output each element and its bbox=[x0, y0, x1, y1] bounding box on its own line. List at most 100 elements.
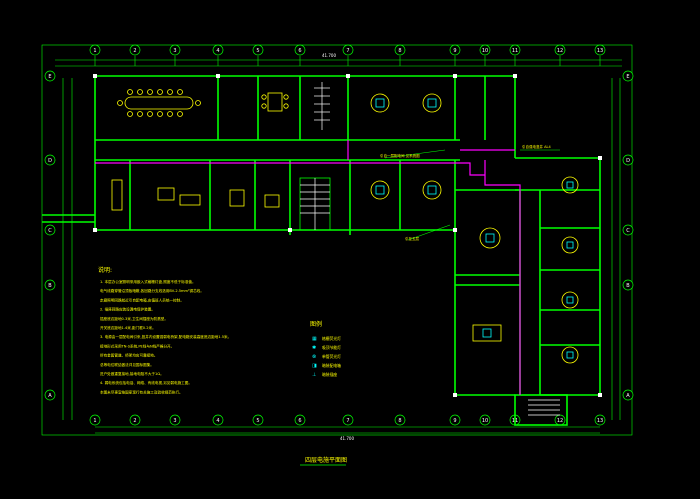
svg-text:2: 2 bbox=[133, 418, 136, 424]
svg-text:1: 1 bbox=[93, 48, 96, 54]
grid-bubble-bottom-7: 7 bbox=[342, 414, 354, 426]
grid-bubble-top-1: 1 bbox=[89, 44, 101, 56]
note-line: 本图未尽事宜按国家现行有关施工及验收规范执行。 bbox=[100, 389, 183, 394]
svg-text:10: 10 bbox=[482, 48, 488, 54]
legend-symbol-icon: ✱ bbox=[312, 345, 317, 351]
stairwell-top bbox=[299, 177, 331, 231]
grid-bubble-right-D: D bbox=[622, 154, 634, 166]
grid-bubble-left-A: A bbox=[44, 389, 56, 401]
svg-text:3: 3 bbox=[173, 418, 176, 424]
conference-table bbox=[117, 89, 201, 117]
note-line: 插座底边距地0.3米,卫生间插座为防溅型。 bbox=[100, 316, 168, 321]
legend-symbol-icon: ▦ bbox=[312, 336, 317, 342]
design-notes: 说明: 1. 本层办公室照明采用嵌入式格栅灯盘,照度不低于标准值。 电气线路穿管… bbox=[98, 266, 231, 394]
grid-bubble-top-7: 7 bbox=[342, 44, 354, 56]
meeting-table-small bbox=[261, 92, 289, 112]
grid-bubble-right-B: B bbox=[622, 279, 634, 291]
legend-heading: 图例 bbox=[310, 320, 322, 328]
svg-text:9: 9 bbox=[453, 418, 456, 424]
grid-axis-right: E D C B A bbox=[622, 70, 634, 401]
grid-bubble-top-4: 4 bbox=[212, 44, 224, 56]
grid-bubble-right-C: C bbox=[622, 224, 634, 236]
callout-leaders bbox=[384, 149, 560, 241]
total-dimension-top: 41.700 bbox=[322, 53, 336, 58]
svg-text:C: C bbox=[626, 228, 630, 234]
legend-label: 暗装插座 bbox=[322, 372, 337, 377]
svg-text:11: 11 bbox=[512, 48, 518, 54]
grid-bubble-left-E: E bbox=[44, 70, 56, 82]
note-line: 走廊照明回路就近引自配电箱,由值班人员统一控制。 bbox=[100, 297, 184, 302]
wiring-routes bbox=[95, 140, 521, 395]
note-line: 4. 弱电系统包括电话、网络、有线电视,另见弱电施工图。 bbox=[100, 380, 192, 385]
legend-label: 暗装配电箱 bbox=[322, 363, 341, 368]
grid-bubble-bottom-6: 6 bbox=[294, 414, 306, 426]
svg-text:10: 10 bbox=[482, 418, 488, 424]
grid-bubble-bottom-2: 2 bbox=[129, 414, 141, 426]
structural-columns bbox=[93, 74, 602, 397]
workstation-clusters bbox=[370, 93, 579, 364]
light-fixture-stack bbox=[314, 82, 330, 130]
legend-symbol-icon: ⊗ bbox=[312, 354, 316, 360]
grid-bubble-top-11: 11 bbox=[509, 44, 521, 56]
grid-bubble-top-8: 8 bbox=[394, 44, 406, 56]
svg-text:12: 12 bbox=[557, 48, 563, 54]
grid-bubble-bottom-12: 12 bbox=[554, 414, 566, 426]
grid-axis-left: E D C B A bbox=[44, 70, 56, 401]
grid-bubble-top-3: 3 bbox=[169, 44, 181, 56]
svg-text:B: B bbox=[626, 283, 630, 289]
grid-bubble-bottom-3: 3 bbox=[169, 414, 181, 426]
note-line: 2. 插座回路应装设漏电保护装置。 bbox=[100, 307, 155, 312]
symbol-legend: 图例 ▦ 格栅荧光灯 ✱ 吸顶节能灯 ⊗ 单管荧光灯 ◨ 暗装配电箱 ⊥ 暗装插座 bbox=[310, 320, 341, 378]
note-line: 所有金属管道、桥架均应可靠接地。 bbox=[100, 353, 158, 358]
svg-text:A: A bbox=[626, 393, 630, 399]
note-line: 总等电位联结做法详见国标图集。 bbox=[100, 362, 154, 367]
drawing-title: 四层电施平面图 bbox=[305, 456, 347, 464]
callout-2: 引至五层 bbox=[405, 236, 419, 241]
grid-bubble-top-10: 10 bbox=[479, 44, 491, 56]
legend-label: 单管荧光灯 bbox=[322, 354, 341, 359]
stairwell-bottom bbox=[528, 399, 560, 416]
svg-text:5: 5 bbox=[256, 48, 259, 54]
svg-text:E: E bbox=[626, 74, 629, 80]
svg-text:D: D bbox=[626, 158, 630, 164]
svg-text:7: 7 bbox=[346, 48, 349, 54]
grid-bubble-bottom-1: 1 bbox=[89, 414, 101, 426]
svg-text:7: 7 bbox=[346, 418, 349, 424]
grid-bubble-top-9: 9 bbox=[449, 44, 461, 56]
grid-bubble-top-6: 6 bbox=[294, 44, 306, 56]
svg-text:B: B bbox=[48, 283, 52, 289]
dimension-lines: 41.700 41.700 bbox=[55, 53, 622, 441]
grid-bubble-right-E: E bbox=[622, 70, 634, 82]
legend-symbol-icon: ◨ bbox=[312, 363, 317, 369]
note-line: 3. 电源由一层配电间引来,竖井内设置强弱电桥架,配电箱安装高度底边距地1.5米… bbox=[100, 334, 231, 339]
svg-text:4: 4 bbox=[216, 418, 219, 424]
note-line: 1. 本层办公室照明采用嵌入式格栅灯盘,照度不低于标准值。 bbox=[100, 279, 196, 284]
grid-bubble-bottom-9: 9 bbox=[449, 414, 461, 426]
svg-text:5: 5 bbox=[256, 418, 259, 424]
legend-label: 格栅荧光灯 bbox=[322, 336, 341, 341]
svg-text:13: 13 bbox=[597, 418, 603, 424]
legend-symbol-icon: ⊥ bbox=[312, 372, 316, 378]
svg-text:8: 8 bbox=[398, 418, 401, 424]
grid-bubble-bottom-13: 13 bbox=[594, 414, 606, 426]
note-line: 接地形式采用TN-S系统,PE线与N线严格分开。 bbox=[100, 343, 174, 348]
grid-bubble-bottom-4: 4 bbox=[212, 414, 224, 426]
grid-bubble-left-C: C bbox=[44, 224, 56, 236]
grid-bubble-top-2: 2 bbox=[129, 44, 141, 56]
grid-bubble-right-A: A bbox=[622, 389, 634, 401]
svg-text:2: 2 bbox=[133, 48, 136, 54]
svg-text:D: D bbox=[48, 158, 52, 164]
grid-bubble-left-B: B bbox=[44, 279, 56, 291]
grid-bubble-top-12: 12 bbox=[554, 44, 566, 56]
sheet-border bbox=[41, 44, 633, 436]
svg-text:3: 3 bbox=[173, 48, 176, 54]
svg-text:6: 6 bbox=[298, 48, 301, 54]
grid-bubble-bottom-5: 5 bbox=[252, 414, 264, 426]
svg-text:12: 12 bbox=[557, 418, 563, 424]
grid-bubble-bottom-8: 8 bbox=[394, 414, 406, 426]
note-line: 电气线路穿管沿顶板暗敷,各回路分支线选用BV-2.5mm²铜芯线。 bbox=[100, 288, 204, 293]
legend-label: 吸顶节能灯 bbox=[322, 345, 341, 350]
note-line: 开关底边距地1.4米,距门框0.2米。 bbox=[100, 325, 156, 330]
